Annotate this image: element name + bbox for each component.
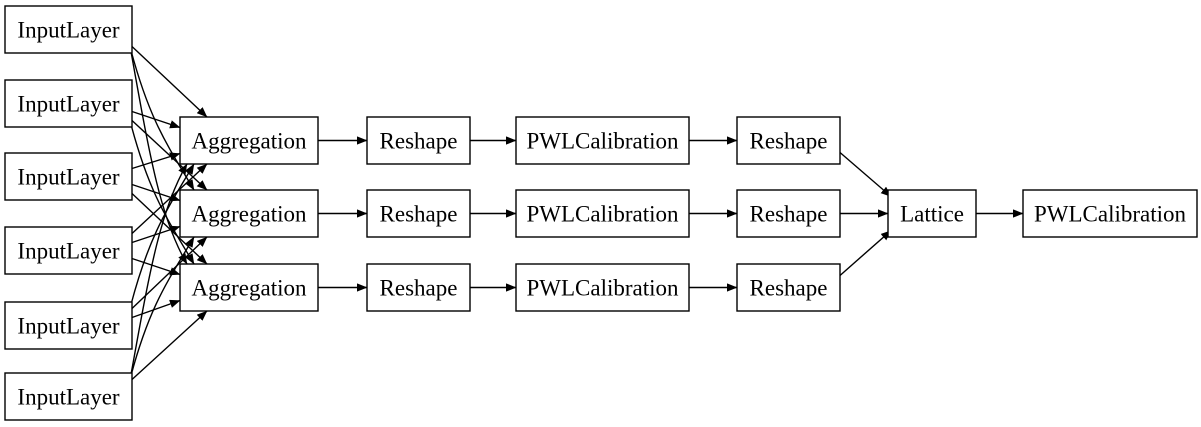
edge-input2-agg1 (131, 110, 181, 129)
node-reshape_a3-box (366, 263, 471, 312)
node-lattice-label: Lattice (900, 202, 964, 227)
node-agg1-box (179, 116, 319, 165)
node-pwl_out: PWLCalibration (1022, 189, 1198, 238)
edge-input6-agg2 (130, 236, 195, 376)
edge-reshape_b3-lattice (839, 229, 892, 277)
edge-input4-agg3 (131, 257, 181, 276)
node-reshape_a1-box (366, 116, 471, 165)
node-pwl3: PWLCalibration (515, 263, 690, 312)
node-reshape_a2-label: Reshape (380, 202, 458, 227)
edge-input4-agg1 (131, 163, 208, 235)
edge-layer (130, 45, 1024, 381)
node-lattice: Lattice (887, 189, 977, 238)
node-input4-label: InputLayer (17, 239, 120, 264)
node-input2-label: InputLayer (17, 92, 120, 117)
node-reshape_a2: Reshape (366, 189, 471, 238)
node-agg1: Aggregation (179, 116, 319, 165)
node-input4-box (4, 226, 133, 275)
edge-input1-agg1 (131, 45, 208, 118)
node-reshape_b1: Reshape (736, 116, 841, 165)
node-input1-box (4, 5, 133, 54)
node-pwl2: PWLCalibration (515, 189, 690, 238)
node-reshape_b3-label: Reshape (750, 276, 828, 301)
node-reshape_b2-label: Reshape (750, 202, 828, 227)
node-input5-box (4, 301, 133, 350)
edge-input1-agg3 (130, 51, 188, 265)
node-pwl2-label: PWLCalibration (526, 202, 679, 227)
node-input1: InputLayer (4, 5, 133, 54)
node-reshape_a1-label: Reshape (380, 129, 458, 154)
node-input3-box (4, 152, 133, 201)
node-pwl_out-box (1022, 189, 1198, 238)
node-reshape_a3: Reshape (366, 263, 471, 312)
node-input6-box (4, 372, 133, 421)
node-reshape_a3-label: Reshape (380, 276, 458, 301)
node-reshape_b1-box (736, 116, 841, 165)
node-input2: InputLayer (4, 79, 133, 128)
node-agg3: Aggregation (179, 263, 319, 312)
edge-input5-agg1 (130, 163, 195, 305)
edge-input5-agg3 (131, 299, 181, 319)
node-reshape_a1: Reshape (366, 116, 471, 165)
node-reshape_b3-box (736, 263, 841, 312)
node-reshape_b2: Reshape (736, 189, 841, 238)
node-input6-label: InputLayer (17, 385, 120, 410)
edge-input6-agg1 (130, 163, 188, 375)
node-pwl2-box (515, 189, 690, 238)
node-reshape_a2-box (366, 189, 471, 238)
node-input1-label: InputLayer (17, 18, 120, 43)
node-input3: InputLayer (4, 152, 133, 201)
node-reshape_b3: Reshape (736, 263, 841, 312)
edge-input5-agg2 (131, 236, 208, 310)
node-pwl1: PWLCalibration (515, 116, 690, 165)
edge-input3-agg2 (131, 183, 181, 202)
node-pwl1-box (515, 116, 690, 165)
node-pwl_out-label: PWLCalibration (1034, 202, 1187, 227)
node-pwl3-label: PWLCalibration (526, 276, 679, 301)
node-agg2-box (179, 189, 319, 238)
node-input5-label: InputLayer (17, 314, 120, 339)
node-agg2: Aggregation (179, 189, 319, 238)
node-agg3-box (179, 263, 319, 312)
edge-input1-agg2 (130, 50, 195, 191)
edge-input4-agg2 (131, 225, 181, 244)
edge-input6-agg3 (131, 310, 208, 381)
node-input3-label: InputLayer (17, 165, 120, 190)
node-pwl1-label: PWLCalibration (526, 129, 679, 154)
node-agg2-label: Aggregation (192, 202, 307, 227)
node-input2-box (4, 79, 133, 128)
node-agg3-label: Aggregation (192, 276, 307, 301)
edge-reshape_b1-lattice (839, 151, 892, 198)
node-lattice-box (887, 189, 977, 238)
node-input4: InputLayer (4, 226, 133, 275)
node-agg1-label: Aggregation (192, 129, 307, 154)
node-reshape_b1-label: Reshape (750, 129, 828, 154)
node-input6: InputLayer (4, 372, 133, 421)
node-pwl3-box (515, 263, 690, 312)
node-layer: InputLayerInputLayerInputLayerInputLayer… (4, 5, 1198, 421)
node-reshape_b2-box (736, 189, 841, 238)
edge-input3-agg1 (131, 152, 181, 170)
edge-input2-agg3 (130, 124, 195, 265)
node-input5: InputLayer (4, 301, 133, 350)
